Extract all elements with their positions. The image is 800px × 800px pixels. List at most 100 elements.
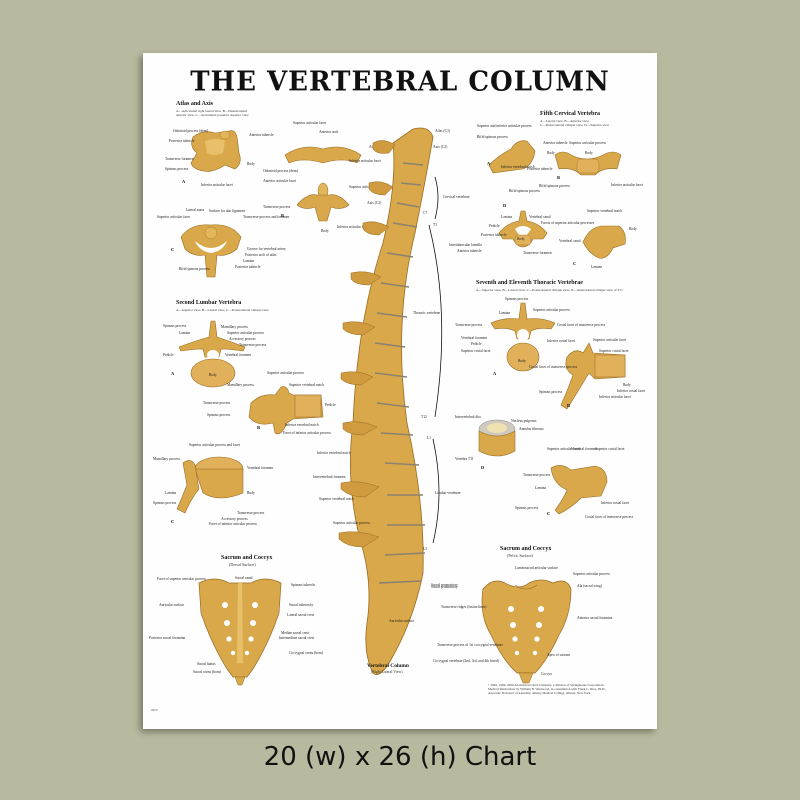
label-t-spinous-a: Spinous process bbox=[505, 297, 529, 301]
label-posterior-tubercle-a: Posterior tubercle bbox=[169, 139, 195, 143]
label-bifid-spinous-c: Bifid spinous process bbox=[179, 267, 210, 271]
label-transverse-foramen-a: Transverse foramen bbox=[165, 157, 194, 161]
c5-oblique-illustration bbox=[582, 225, 626, 259]
label-c5-pedicle-d: Pedicle bbox=[489, 224, 500, 228]
label-t-transverse-c: Transverse process bbox=[523, 473, 551, 477]
label-c7: C7 bbox=[423, 211, 428, 215]
label-t-vertebral-foramen-c: Vertebral foramen bbox=[571, 447, 598, 451]
label-lumbosacral-surface: Lumbosacral articular surface bbox=[515, 566, 558, 570]
view-letter-l-c: C bbox=[171, 519, 175, 524]
label-superior-facet-b2: Superior articular facet bbox=[349, 185, 383, 189]
label-c5-body-d: Body bbox=[517, 237, 525, 241]
atlas-axis-anterior-illustration bbox=[284, 146, 362, 222]
sacrum-dorsal-illustration bbox=[198, 578, 282, 686]
atlas-axis-subtitle-1: A—Articulated right lateral view, B—Disa… bbox=[176, 109, 248, 113]
label-superior-articular-l-a: Superior articular process bbox=[227, 331, 264, 335]
label-c5-superior-notch-c: Superior vertebral notch bbox=[587, 209, 622, 213]
label-c5-inferior-notch: Inferior vertebral notch bbox=[501, 165, 535, 169]
label-c5-lamina-d: Lamina bbox=[501, 215, 512, 219]
view-letter-t-d: D bbox=[481, 465, 485, 470]
label-superior-articular-facet-sd: Facet of superior articular process bbox=[157, 577, 206, 581]
view-letter-t-c: C bbox=[547, 511, 551, 516]
label-t-superior-articular-facet-b: Superior articular facet bbox=[593, 338, 627, 342]
credit-line-2: Medical illustrations by William B. West… bbox=[488, 687, 607, 692]
label-inferior-vertebral-notch: Inferior vertebral notch bbox=[317, 451, 351, 455]
label-intervertebral-foramen: Intervertebral foramen bbox=[313, 475, 346, 479]
label-vertebral-foramen-l-c: Vertebral foramen bbox=[247, 466, 274, 470]
label-axis-c2: Axis (C2) bbox=[433, 145, 448, 149]
label-t-spinous-b: Spinous process bbox=[539, 390, 563, 394]
label-spinous-tubercle: Spinous tubercle bbox=[291, 583, 316, 587]
view-letter-c5-d: D bbox=[503, 203, 507, 208]
view-letter-b: B bbox=[281, 213, 285, 218]
chart-size-caption: 20 (w) x 26 (h) Chart bbox=[263, 742, 537, 772]
t11-disc-illustration bbox=[478, 419, 516, 457]
label-median-sacral-crest: Median sacral crest bbox=[281, 631, 309, 635]
view-letter-a: A bbox=[182, 179, 186, 184]
poster-title: THE VERTEBRAL COLUMN bbox=[190, 66, 610, 98]
thoracic-superior-illustration bbox=[490, 302, 556, 372]
label-inferior-facet-a: Inferior articular facet bbox=[201, 183, 233, 187]
label-thoracic-vertebrae: Thoracic vertebrae bbox=[413, 311, 441, 315]
label-vertebral-artery-groove: Groove for vertebral artery bbox=[247, 247, 286, 251]
label-anterior-tubercle-a: Anterior tubercle bbox=[249, 133, 274, 137]
label-c5-body-a: Body bbox=[547, 151, 555, 155]
label-c5-inferior-facet-b: Inferior articular facet bbox=[611, 183, 643, 187]
label-mamillary-l-a: Mamillary process bbox=[221, 325, 248, 329]
label-t-vertebral-foramen-a: Vertebral foramen bbox=[461, 336, 488, 340]
view-letter-c: C bbox=[171, 247, 175, 252]
label-c5-anterior-tubercle-a: Anterior tubercle bbox=[543, 141, 568, 145]
lumbar-oblique-illustration bbox=[176, 456, 244, 514]
label-t-body-b: Body bbox=[623, 383, 631, 387]
vertebral-column-poster: THE VERTEBRAL COLUMN Atlas and Axis A—Ar… bbox=[143, 53, 657, 729]
label-transverse-l-c: Transverse process bbox=[237, 511, 265, 515]
label-transverse-process-b: Transverse process bbox=[263, 205, 291, 209]
label-lamina-l-a: Lamina bbox=[179, 331, 190, 335]
label-c5-lamina-c: Lamina bbox=[591, 265, 602, 269]
label-inferior-facet-l-b: Facet of inferior articular process bbox=[283, 431, 331, 435]
label-sacral-promontory-col: Sacral promontory bbox=[431, 583, 458, 587]
label-t-transverse-a: Transverse process bbox=[455, 323, 483, 327]
label-anterior-facet-b: Anterior articular facet bbox=[263, 179, 296, 183]
label-sacral-hiatus: Sacral hiatus bbox=[197, 662, 216, 666]
label-t-superior-costal-b: Superior costal facet bbox=[599, 349, 629, 353]
label-superior-articular-process-sp: Superior articular process bbox=[573, 572, 610, 576]
label-lamina-l-c: Lamina bbox=[165, 491, 176, 495]
vertebral-column-caption: Vertebral Column bbox=[367, 663, 409, 669]
label-c5-posterior-tubercle-d: Posterior tubercle bbox=[481, 233, 507, 237]
label-sacral-tuberosity: Sacral tuberosity bbox=[289, 603, 314, 607]
lumbar-lateral-illustration bbox=[248, 386, 324, 435]
sacrum-pelvic-illustration bbox=[481, 579, 572, 684]
label-t-lamina-a: Lamina bbox=[499, 311, 510, 315]
label-inferior-facet-l-c: Facet of inferior articular process bbox=[209, 522, 257, 526]
label-accessory-l-a: Accessory process bbox=[229, 337, 256, 341]
label-body-a: Body bbox=[247, 162, 255, 166]
label-spinous-l-c: Spinous process bbox=[153, 501, 177, 505]
label-superior-articular-l-b: Superior articular process bbox=[267, 371, 304, 375]
label-t-inferior-costal-c: Inferior costal facet bbox=[601, 501, 630, 505]
label-odontoid-a: Odontoid process (dens) bbox=[173, 129, 209, 133]
label-transverse-process-c: Transverse process and foramen bbox=[243, 215, 290, 219]
label-spinous-process-l-a: Spinous process bbox=[163, 324, 187, 328]
second-lumbar-subtitle: A—superior view, B—Lateral view, C—Poste… bbox=[176, 308, 269, 312]
label-c5-bifid-b: Bifid spinous process bbox=[539, 184, 570, 188]
label-sacral-promontory-sp: Sacral promontory bbox=[431, 585, 458, 589]
label-intervertebral-disc: Intervertebral disc bbox=[455, 415, 482, 419]
label-mamillary-l-c: Mamillary process bbox=[153, 457, 180, 461]
label-c5-anterior-tubercle-d: Anterior tubercle bbox=[457, 249, 482, 253]
region-bracket-arrows bbox=[428, 176, 443, 544]
label-superior-articular-process-col: Superior articular process bbox=[333, 521, 370, 525]
second-lumbar-title: Second Lumbar Vertebra bbox=[176, 300, 242, 306]
atlas-axis-posterior-illustration bbox=[180, 224, 242, 278]
label-posterior-arch: Posterior arch of atlas bbox=[245, 253, 277, 257]
label-t-inferior-articular-b: Inferior articular facet bbox=[599, 395, 631, 399]
label-c5-transverse-foramen-d: Transverse foramen bbox=[523, 251, 552, 255]
label-c5-facets-superior: Facets of superior articular processes bbox=[541, 221, 595, 225]
label-t-lamina-c: Lamina bbox=[535, 486, 546, 490]
label-inferior-notch-l-b: Inferior vertebral notch bbox=[285, 423, 319, 427]
label-lamina-c: Lamina bbox=[243, 259, 254, 263]
fifth-cervical-subtitle-2: C—Posterolateral oblique view, D—Superio… bbox=[540, 123, 610, 127]
view-letter-c5-a: A bbox=[487, 161, 491, 166]
label-auricular-surface-col: Auricular surface bbox=[389, 619, 415, 623]
label-spinous-l-b: Spinous process bbox=[207, 413, 231, 417]
